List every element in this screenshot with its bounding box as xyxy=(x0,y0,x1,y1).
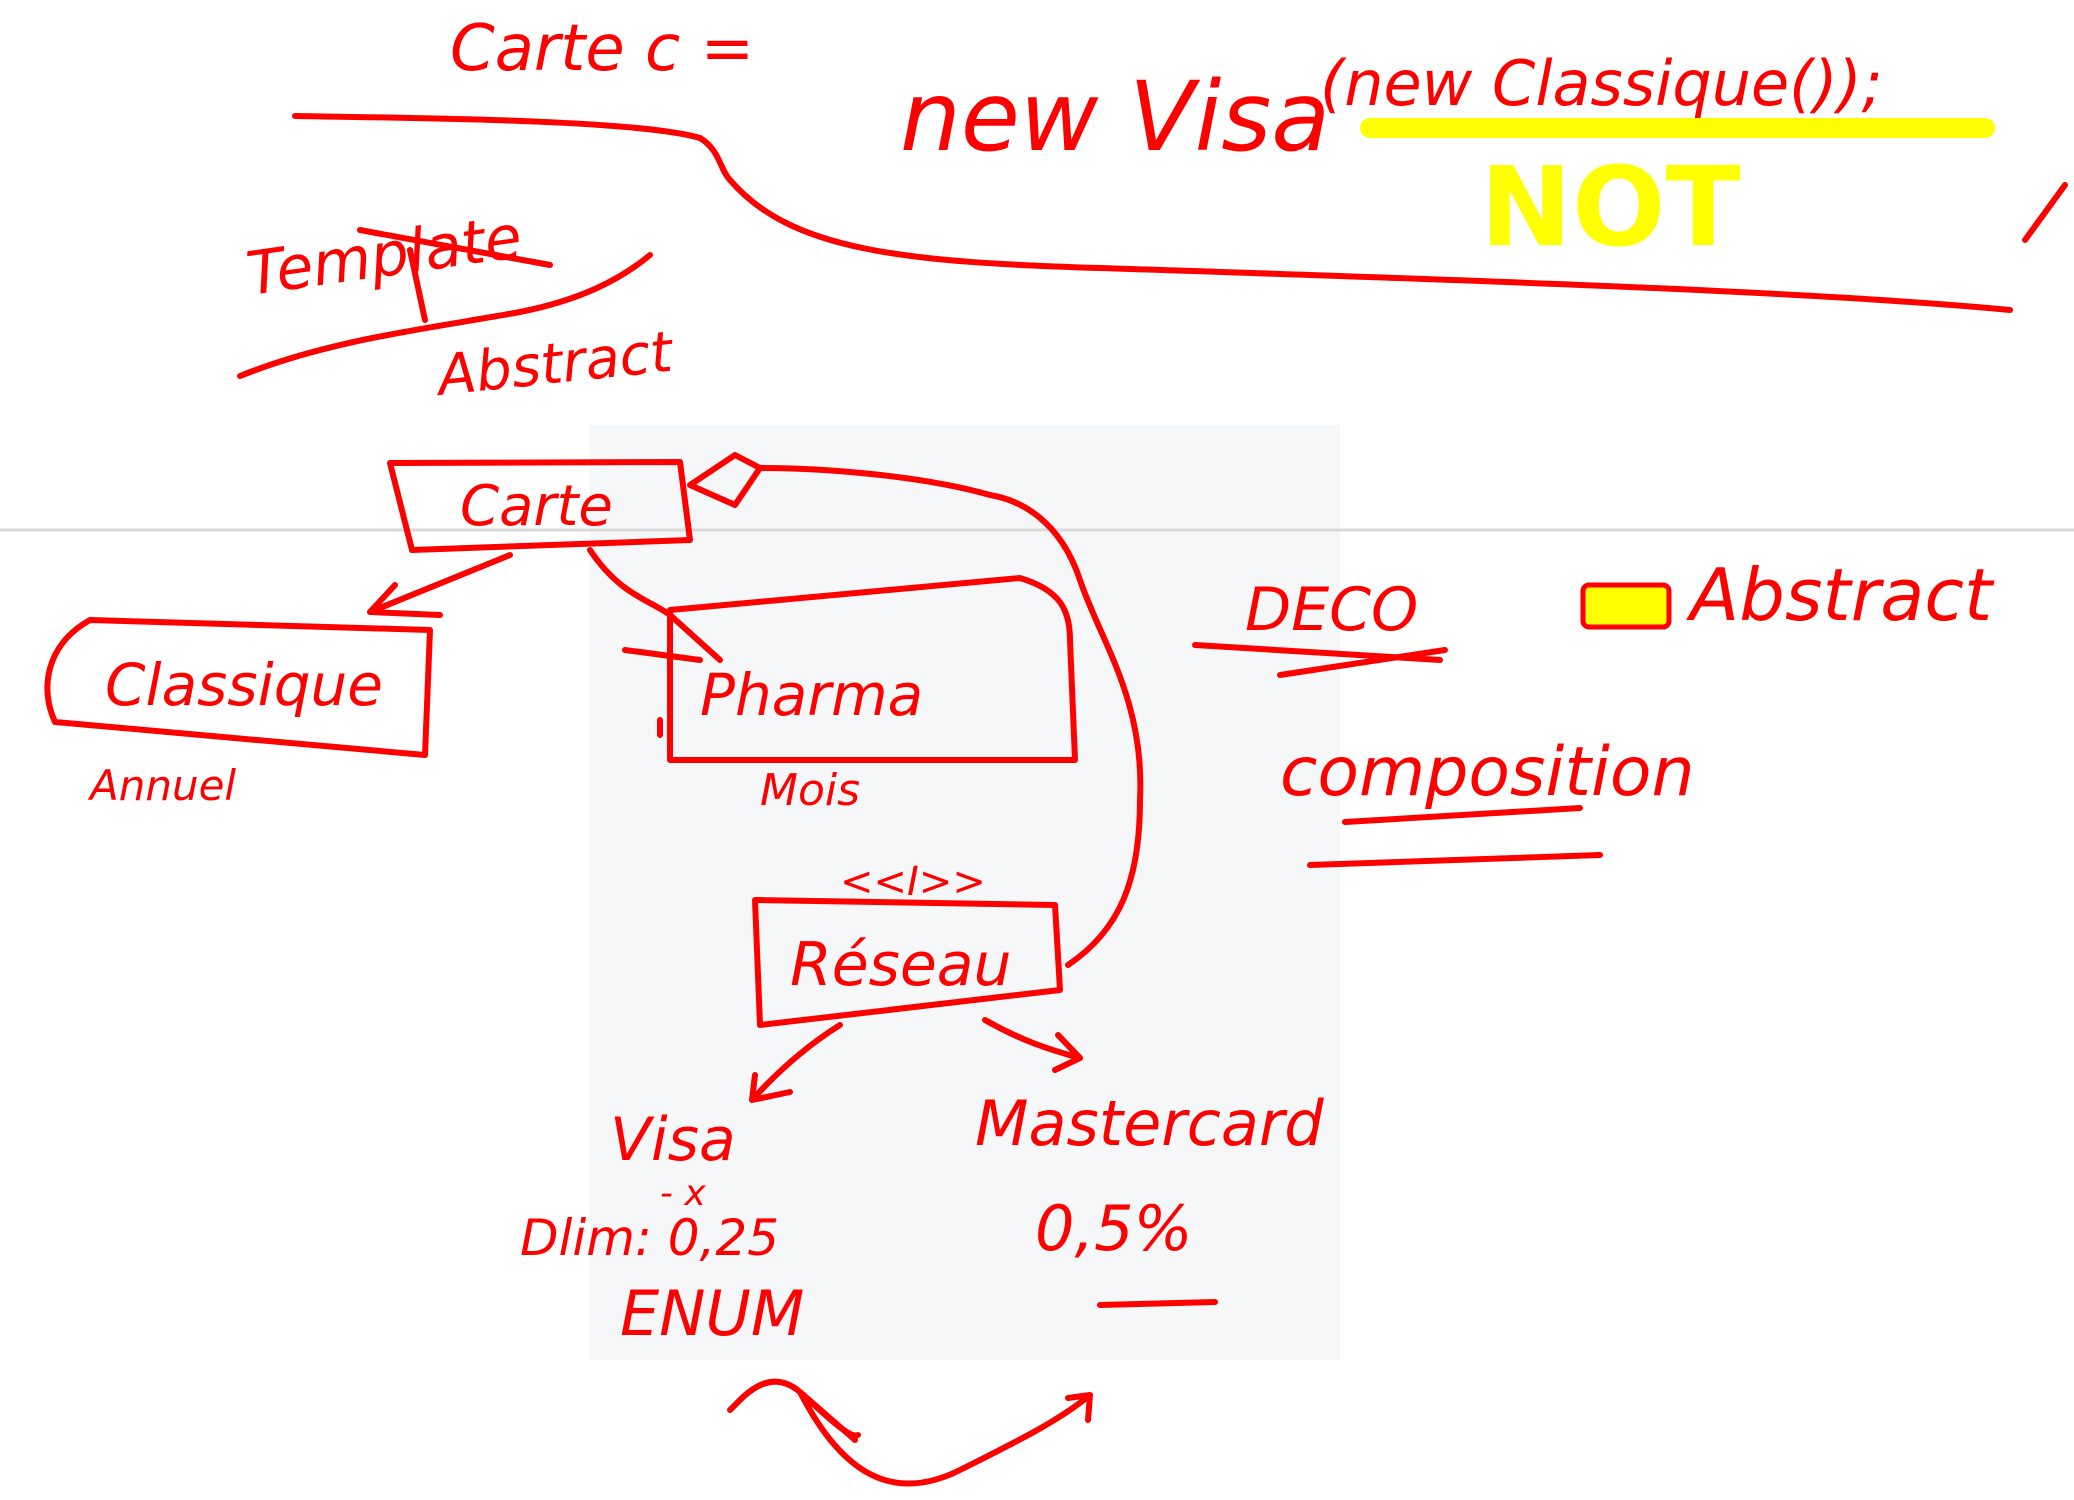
composition-word: composition xyxy=(1280,733,1695,812)
header-tick xyxy=(2022,182,2068,243)
arrow-reseau-visa xyxy=(749,1022,843,1103)
template-underline xyxy=(237,252,653,379)
pharma-arrow-tick xyxy=(622,647,703,738)
reseau-label: Réseau xyxy=(790,930,1012,1000)
swap-arrow xyxy=(727,1378,1093,1487)
percent-underline xyxy=(1097,1299,1218,1308)
carte-box xyxy=(387,459,693,553)
template-strike-2 xyxy=(407,247,428,323)
classique-label: Classique xyxy=(105,651,383,719)
arrow-carte-classique xyxy=(367,552,513,618)
deco-word: DECO xyxy=(1245,575,1418,645)
reseau-box xyxy=(752,897,1063,1028)
deco-strike-2 xyxy=(1277,647,1448,678)
assignment-lhs: Carte c = xyxy=(450,12,754,86)
template-strike xyxy=(357,227,553,268)
mastercard-value: 0,5% xyxy=(1035,1192,1193,1265)
arrow-reseau-carte xyxy=(687,452,1144,968)
template-word: Template xyxy=(242,202,526,310)
pharma-label: Pharma xyxy=(700,661,923,729)
carte-label: Carte xyxy=(460,474,613,539)
legend-label: Abstract xyxy=(1686,553,1995,637)
legend-swatch xyxy=(1580,582,1672,630)
classique-box xyxy=(44,617,433,758)
visa-label: Visa xyxy=(610,1105,736,1175)
arrow-reseau-mastercard xyxy=(982,1017,1083,1073)
classique-sub: Annuel xyxy=(87,761,236,810)
highlight-not-word: NOT xyxy=(1480,143,1741,271)
visa-x: - x xyxy=(660,1173,706,1214)
pharma-sub: Mois xyxy=(760,765,860,816)
composition-underline-long xyxy=(1307,852,1603,868)
mastercard-label: Mastercard xyxy=(975,1087,1324,1160)
abstract-word: Abstract xyxy=(432,319,678,409)
reseau-marks: <<I>> xyxy=(840,859,986,905)
composition-underline-short xyxy=(1342,805,1583,825)
assignment-argument: (new Classique()); xyxy=(1320,47,1883,120)
visa-enum: ENUM xyxy=(620,1277,804,1350)
assignment-new-visa: new Visa xyxy=(900,61,1330,173)
pharma-box xyxy=(667,575,1078,763)
visa-value: Dlim: 0,25 xyxy=(520,1209,779,1267)
header-underline-curve xyxy=(292,113,2013,313)
